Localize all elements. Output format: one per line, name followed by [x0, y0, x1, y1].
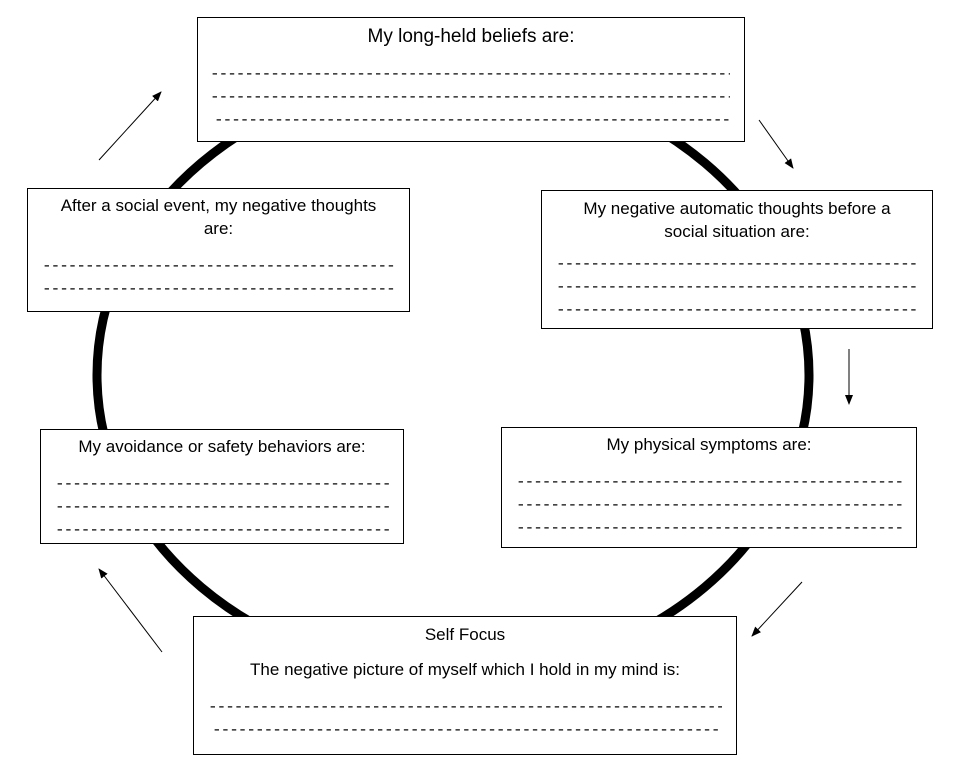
answer-line[interactable]: ----------------------------------------…	[214, 111, 730, 129]
box-heading: Self Focus	[424, 625, 506, 644]
answer-line[interactable]: ----------------------------------------…	[212, 721, 722, 739]
answer-line[interactable]: ----------------------------------------…	[208, 698, 722, 716]
answer-line[interactable]: ----------------------------------------…	[516, 496, 902, 514]
answer-line[interactable]: ----------------------------------------…	[55, 475, 389, 493]
answer-line[interactable]: ----------------------------------------…	[556, 278, 918, 296]
box-long-held-beliefs: My long-held beliefs are: --------------…	[197, 17, 745, 142]
answer-line[interactable]: ----------------------------------------…	[55, 498, 389, 516]
box-automatic-thoughts: My negative automatic thoughts before a …	[541, 190, 933, 329]
arrow-selffocus-to-avoidance	[98, 568, 163, 653]
answer-line[interactable]: ----------------------------------------…	[42, 280, 395, 298]
box-title: My avoidance or safety behaviors are:	[78, 437, 366, 456]
box-title: My negative automatic thoughts before a …	[583, 199, 891, 241]
answer-line[interactable]: ----------------------------------------…	[516, 519, 902, 537]
answer-line[interactable]: ----------------------------------------…	[556, 301, 918, 319]
arrow-beliefs-to-thoughts	[758, 119, 794, 169]
answer-line[interactable]: ----------------------------------------…	[210, 65, 730, 83]
box-title: After a social event, my negative though…	[60, 196, 377, 238]
answer-line[interactable]: ----------------------------------------…	[556, 255, 918, 273]
answer-line[interactable]: ----------------------------------------…	[55, 521, 389, 539]
answer-line[interactable]: ----------------------------------------…	[42, 257, 395, 275]
box-self-focus: Self Focus The negative picture of mysel…	[193, 616, 737, 755]
box-title: My long-held beliefs are:	[367, 26, 575, 47]
arrow-symptoms-to-selffocus	[751, 581, 803, 637]
box-avoidance-behaviors: My avoidance or safety behaviors are: --…	[40, 429, 404, 544]
box-title: The negative picture of myself which I h…	[250, 660, 680, 679]
box-physical-symptoms: My physical symptoms are: --------------…	[501, 427, 917, 548]
cycle-circle	[92, 70, 814, 680]
box-title: My physical symptoms are:	[606, 435, 812, 454]
answer-line[interactable]: ----------------------------------------…	[516, 473, 902, 491]
arrow-after-event-to-beliefs	[98, 91, 162, 161]
answer-line[interactable]: ----------------------------------------…	[210, 88, 730, 106]
box-after-social-event: After a social event, my negative though…	[27, 188, 410, 312]
